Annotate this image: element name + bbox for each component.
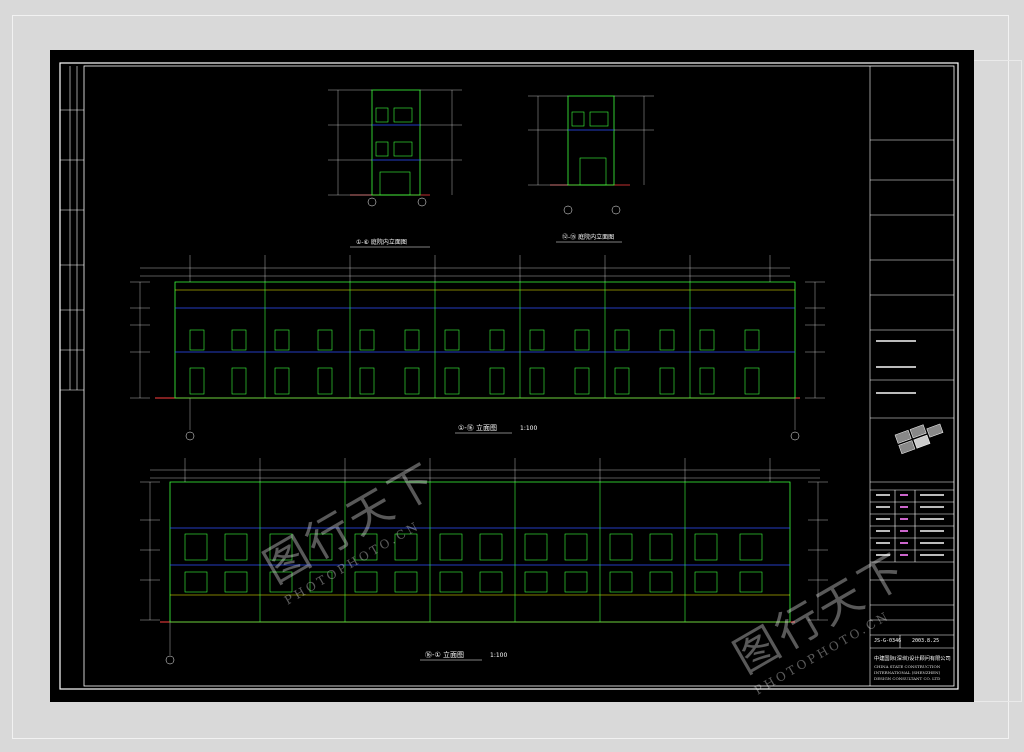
section-top-right-drawing — [528, 95, 654, 215]
section-top-left-title: ①-⑥ 庭院内立面图 — [356, 238, 407, 246]
elevation-lower-scale: 1:100 — [490, 652, 507, 659]
company-name-en-1: CHINA STATE CONSTRUCTION — [874, 664, 941, 669]
company-name-en-3: DESIGN CONSULTANT CO. LTD — [874, 676, 940, 681]
title-block-code: JS-G-0346 — [874, 638, 901, 644]
title-block-date: 2003.8.25 — [912, 638, 939, 644]
company-name-cn: 中建国际(深圳)设计顾问有限公司 — [874, 654, 951, 662]
elevation-upper-scale: 1:100 — [520, 425, 537, 432]
title-block-small-text — [876, 340, 944, 556]
outer-border — [59, 62, 959, 690]
drawing-canvas: JS-G-0346 2003.8.25 中建国际(深圳)设计顾问有限公司 CHI… — [59, 62, 959, 690]
elevation-lower-drawing — [140, 458, 828, 665]
key-plan — [894, 423, 944, 455]
section-top-right-title: ⑫-⑮ 庭院内立面图 — [562, 233, 614, 241]
binding-strip — [60, 66, 84, 391]
elevation-upper-drawing — [130, 255, 825, 441]
section-top-left-drawing — [328, 89, 462, 207]
elevation-upper-title: ①-⑯ 立面图 — [458, 423, 497, 432]
drawing-sheet: JS-G-0346 2003.8.25 中建国际(深圳)设计顾问有限公司 CHI… — [50, 50, 974, 702]
title-block-entries — [900, 494, 908, 556]
company-name-en-2: INTERNATIONAL (SHENZHEN) — [874, 670, 941, 675]
elevation-lower-title: ⑯-① 立面图 — [425, 650, 464, 659]
background-frame — [12, 15, 1009, 739]
title-block — [869, 66, 954, 686]
inner-border — [83, 65, 955, 687]
